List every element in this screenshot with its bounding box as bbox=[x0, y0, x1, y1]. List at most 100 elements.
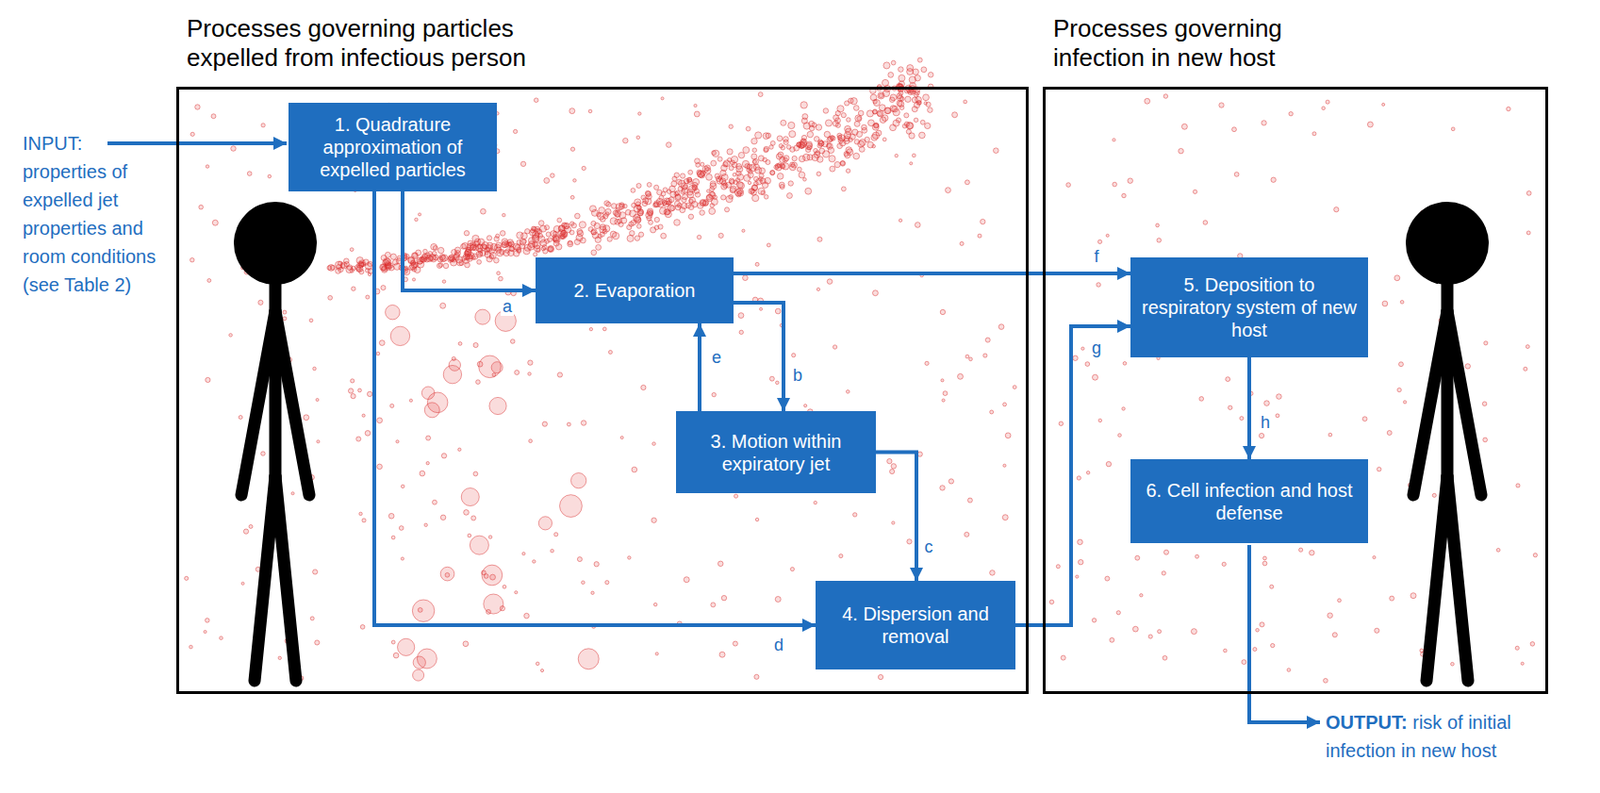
particle bbox=[755, 131, 762, 139]
particle bbox=[894, 153, 898, 157]
particle bbox=[1419, 648, 1424, 653]
particle bbox=[742, 229, 745, 232]
particle bbox=[376, 351, 380, 356]
particle bbox=[1506, 106, 1511, 111]
particle bbox=[964, 180, 970, 185]
particle bbox=[694, 158, 701, 165]
particle bbox=[813, 136, 820, 143]
particle bbox=[499, 230, 506, 237]
particle bbox=[977, 233, 982, 238]
particle bbox=[510, 339, 515, 345]
particle-dots bbox=[184, 57, 1538, 683]
particle bbox=[309, 318, 314, 323]
particle bbox=[884, 107, 891, 115]
particle bbox=[1451, 661, 1455, 666]
particle bbox=[805, 147, 810, 152]
particle bbox=[980, 218, 986, 224]
box-label: 4. Dispersion and removal bbox=[824, 602, 1007, 648]
particle bbox=[442, 280, 446, 283]
particle bbox=[610, 230, 616, 237]
particle bbox=[663, 209, 670, 215]
particle bbox=[1239, 416, 1244, 421]
particle bbox=[520, 161, 526, 166]
particle bbox=[839, 554, 843, 559]
particle bbox=[1374, 627, 1380, 633]
particle bbox=[646, 182, 652, 188]
particle bbox=[692, 178, 700, 185]
particle bbox=[344, 258, 350, 264]
particle bbox=[709, 208, 716, 215]
particle bbox=[315, 397, 319, 401]
particle bbox=[659, 195, 664, 200]
particle bbox=[696, 170, 704, 178]
particle bbox=[641, 384, 646, 390]
particle bbox=[728, 194, 734, 199]
particle bbox=[654, 184, 660, 190]
particle bbox=[630, 187, 636, 193]
particle bbox=[547, 247, 553, 252]
particle bbox=[602, 327, 607, 331]
group-heading: Processes governing infection in new hos… bbox=[1053, 14, 1337, 73]
particle bbox=[409, 398, 413, 402]
particle bbox=[391, 535, 396, 540]
particle bbox=[790, 567, 794, 572]
particle bbox=[1264, 400, 1271, 407]
particle bbox=[845, 128, 853, 135]
particle bbox=[1081, 346, 1085, 350]
particle bbox=[779, 156, 786, 163]
particle bbox=[1097, 239, 1102, 244]
particle bbox=[738, 313, 744, 319]
particle bbox=[846, 117, 852, 123]
particle bbox=[610, 217, 617, 225]
process-box: 1. Quadrature approximation of expelled … bbox=[288, 102, 497, 192]
particle bbox=[751, 137, 758, 144]
particle bbox=[430, 243, 438, 250]
particle bbox=[1156, 238, 1162, 244]
particle bbox=[721, 195, 726, 200]
particle bbox=[804, 404, 808, 408]
particle bbox=[1163, 549, 1169, 555]
particle bbox=[654, 216, 660, 222]
particle bbox=[489, 251, 496, 259]
particle bbox=[347, 388, 353, 394]
particle bbox=[965, 354, 970, 359]
output-heading: OUTPUT: bbox=[1325, 711, 1408, 733]
particle bbox=[467, 533, 472, 538]
particle bbox=[711, 392, 716, 396]
particle bbox=[887, 458, 892, 463]
particle bbox=[760, 190, 766, 196]
particle bbox=[545, 231, 551, 237]
particle bbox=[1394, 275, 1401, 281]
particle bbox=[872, 290, 878, 297]
particle bbox=[748, 169, 754, 175]
particle bbox=[461, 487, 479, 506]
particle bbox=[1526, 230, 1531, 235]
edge-letter: a bbox=[500, 296, 514, 316]
particle bbox=[1105, 233, 1109, 237]
particle bbox=[464, 248, 472, 256]
particle bbox=[608, 349, 612, 354]
particle bbox=[1515, 645, 1519, 650]
particle bbox=[203, 629, 207, 633]
particle bbox=[461, 244, 467, 250]
particle bbox=[752, 160, 757, 165]
particle bbox=[816, 171, 822, 177]
particle bbox=[480, 208, 487, 215]
flow-arrow bbox=[875, 452, 917, 582]
particle bbox=[710, 160, 717, 166]
particle bbox=[509, 246, 514, 251]
particle bbox=[923, 94, 930, 101]
particle bbox=[303, 414, 310, 421]
particle bbox=[786, 193, 792, 199]
particle bbox=[1263, 556, 1268, 561]
particle bbox=[1386, 430, 1392, 436]
particle bbox=[571, 473, 587, 489]
particle bbox=[591, 230, 596, 235]
particle bbox=[904, 113, 909, 118]
particle bbox=[1109, 637, 1115, 643]
particle bbox=[351, 286, 356, 291]
particle bbox=[1312, 131, 1317, 136]
particle bbox=[575, 213, 581, 219]
particle bbox=[1003, 463, 1007, 467]
particle bbox=[940, 379, 944, 382]
